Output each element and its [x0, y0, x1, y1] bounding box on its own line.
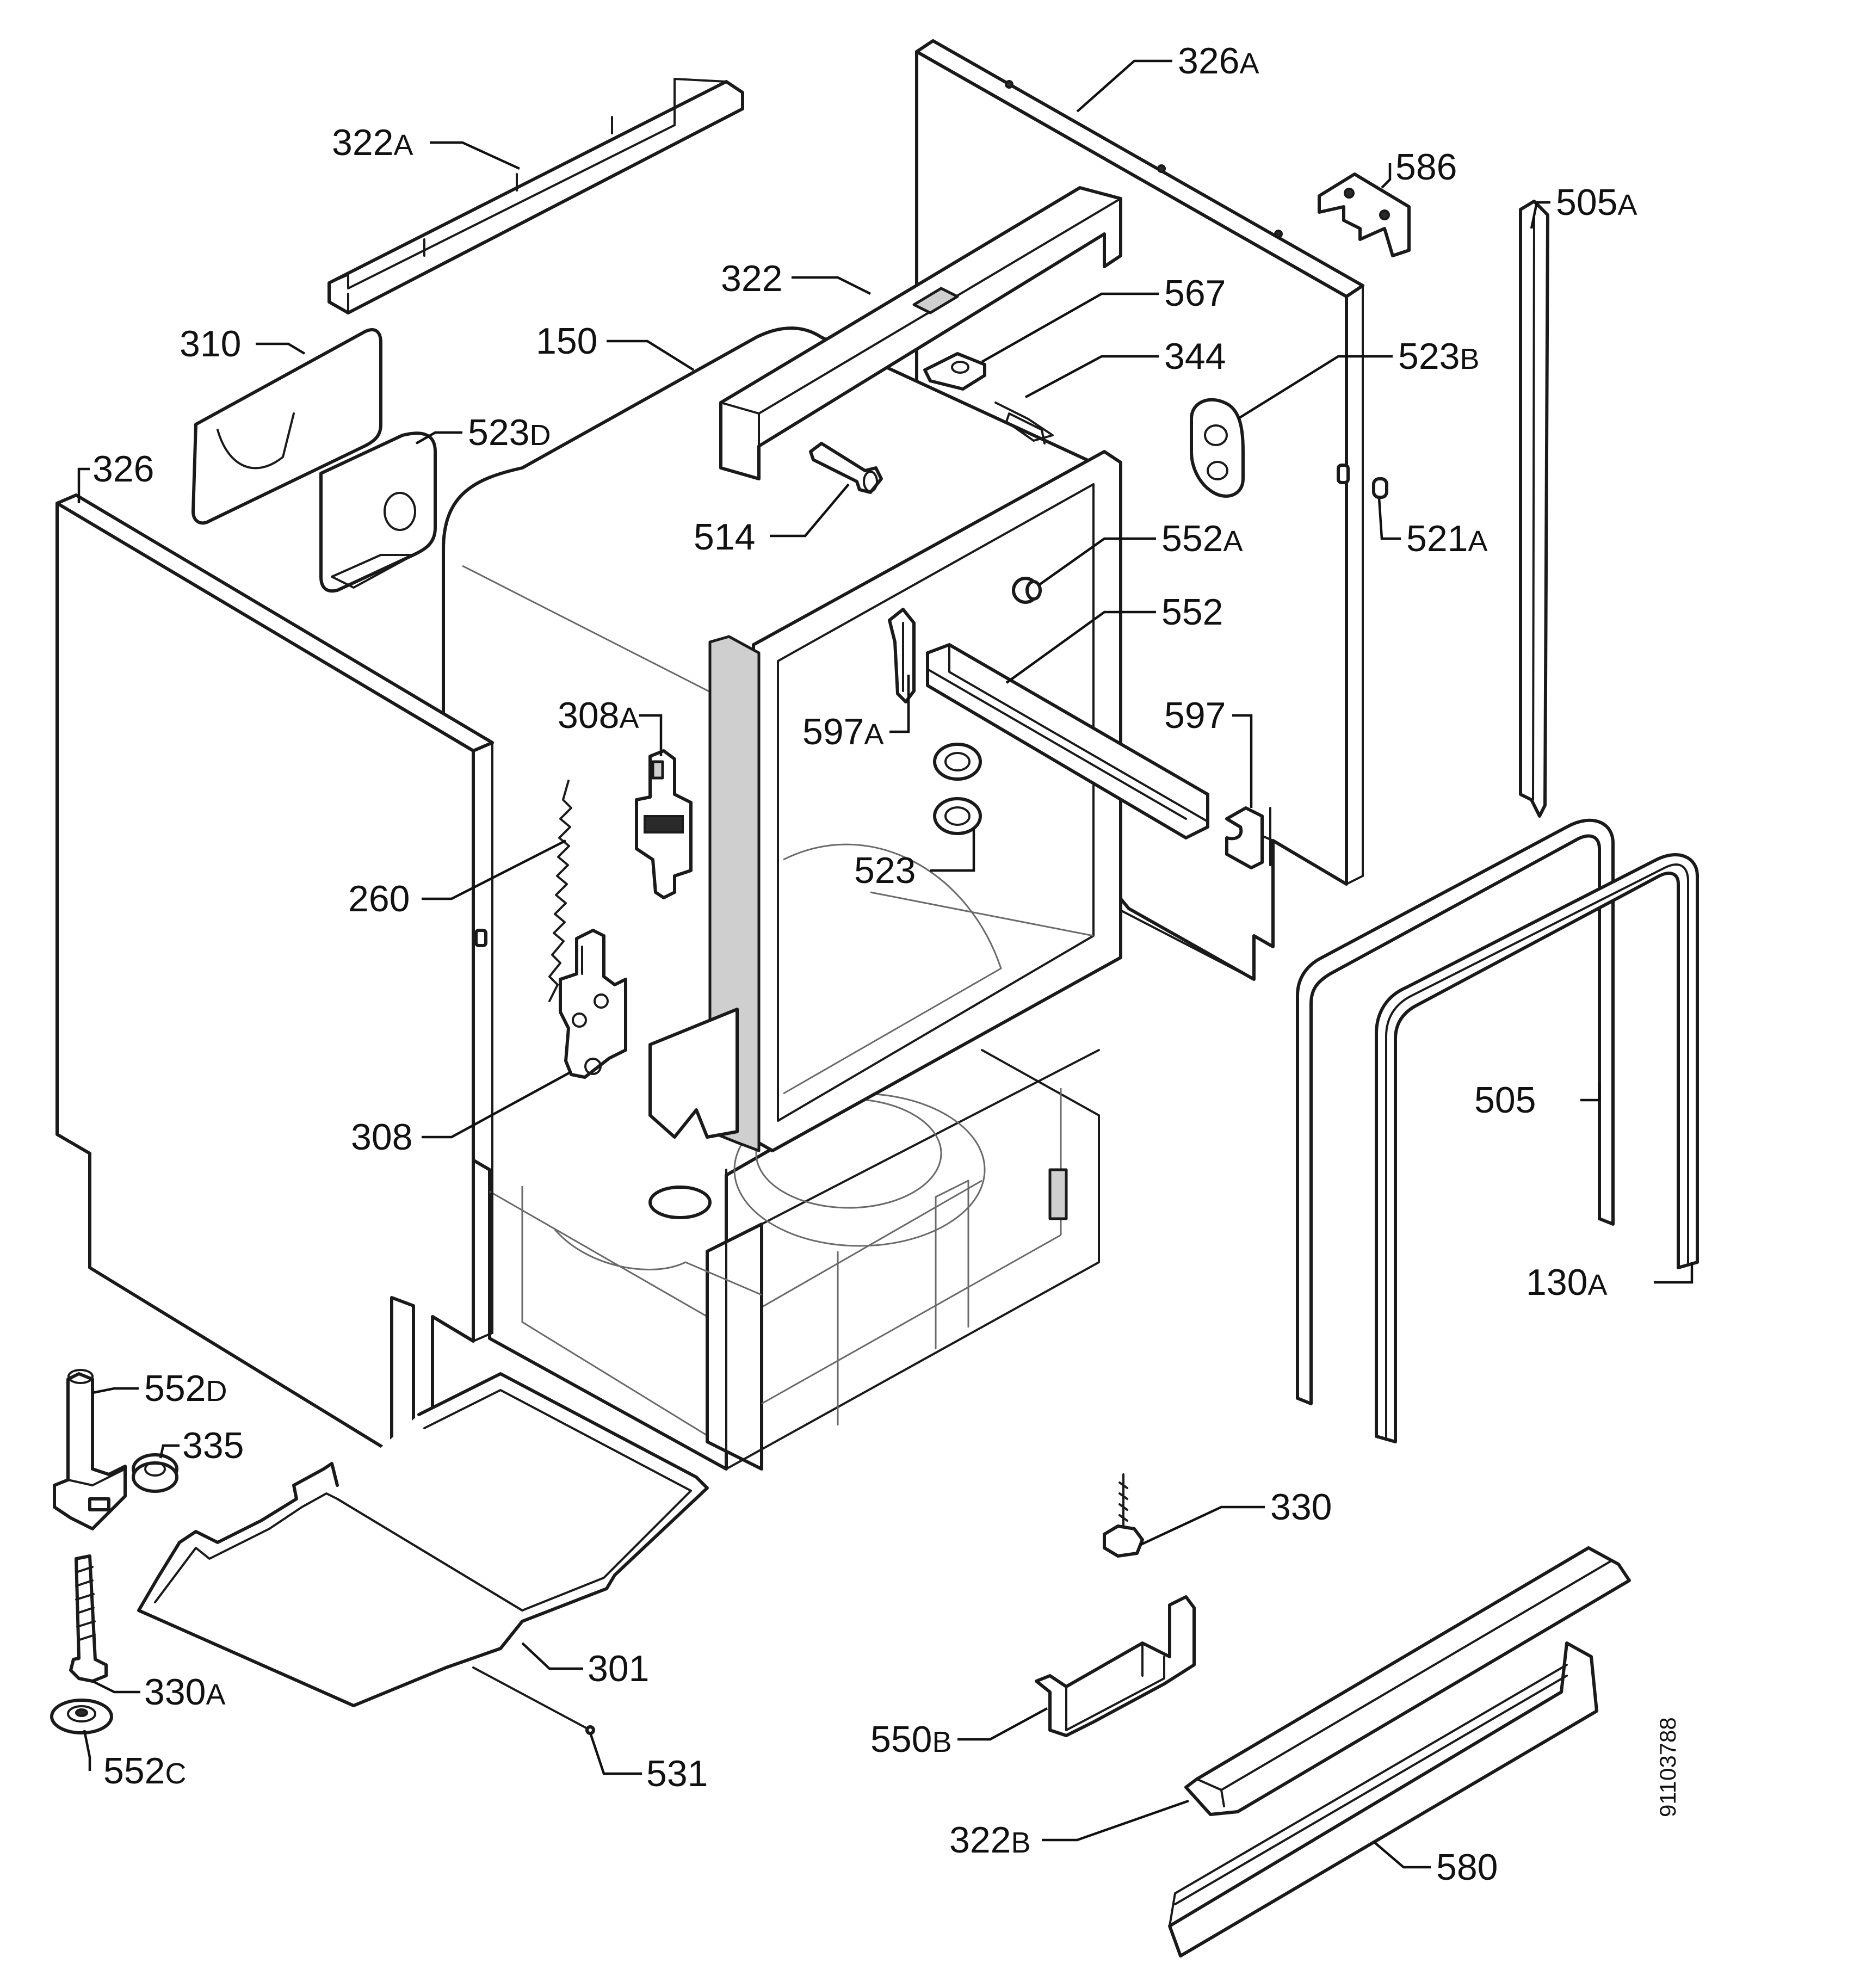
callout-322: 322: [721, 258, 782, 299]
callout-150: 150: [536, 320, 597, 362]
part-552a-knob: [1012, 577, 1042, 604]
part-260-spring: [548, 780, 572, 1002]
callout-523d: 523D: [468, 412, 551, 453]
callout-586: 586: [1395, 146, 1457, 188]
callout-310: 310: [180, 323, 241, 365]
part-326-side-panel: [55, 493, 494, 1465]
callout-552d: 552D: [144, 1368, 227, 1409]
part-322b-plinth-rail: [1184, 1546, 1631, 1816]
callout-335: 335: [182, 1425, 244, 1466]
part-322a-top-rail: [327, 78, 744, 314]
callout-260: 260: [348, 878, 410, 919]
part-552c-washer: [50, 1699, 113, 1734]
callout-514: 514: [694, 516, 755, 558]
callout-597: 597: [1164, 695, 1226, 736]
callout-552: 552: [1161, 591, 1223, 633]
leader-lines: [77, 59, 1694, 1869]
callout-580: 580: [1436, 1847, 1498, 1888]
callout-523: 523: [854, 850, 916, 891]
part-586-bracket: [1318, 172, 1411, 257]
callout-550b: 550B: [870, 1719, 952, 1760]
part-531-rod: [472, 1666, 595, 1735]
callout-344: 344: [1164, 336, 1226, 377]
part-597-end-cap: [1225, 806, 1264, 869]
callout-322a: 322A: [332, 122, 413, 163]
part-door-frame: [648, 450, 1122, 1152]
callout-567: 567: [1164, 273, 1226, 314]
callout-326a: 326A: [1178, 40, 1259, 82]
part-552-rail: [926, 643, 1209, 839]
callout-597a: 597A: [802, 711, 884, 752]
part-308a-hinge-bracket: [635, 749, 693, 899]
callout-330a: 330A: [144, 1671, 226, 1713]
part-523d-cover: [319, 431, 437, 593]
drawing-number: 91103788: [1655, 1717, 1680, 1817]
callout-505a: 505A: [1556, 182, 1637, 223]
callout-308: 308: [351, 1116, 412, 1158]
callout-552a: 552A: [1161, 518, 1243, 559]
part-505a-seal-strip: [1519, 200, 1549, 818]
part-523-double-grommet: [933, 743, 982, 835]
part-523b-grommet: [1190, 398, 1245, 498]
callout-301: 301: [588, 1648, 649, 1689]
callout-326: 326: [92, 448, 154, 490]
part-310-cover: [191, 328, 382, 525]
callout-552c: 552C: [103, 1750, 186, 1792]
part-567-clip: [923, 352, 986, 391]
part-322-crossbar: [719, 186, 1122, 480]
part-130a-door-seal: [1375, 853, 1699, 1443]
part-580-strip: [1168, 1641, 1598, 1958]
part-335-gear: [132, 1453, 178, 1493]
part-344-spring: [994, 402, 1054, 444]
part-330-bolt: [1103, 1473, 1144, 1558]
part-330a-screw: [69, 1554, 108, 1683]
callout-308a: 308A: [558, 695, 639, 736]
callout-523b: 523B: [1398, 336, 1480, 377]
callout-505: 505: [1474, 1079, 1536, 1121]
callout-521a: 521A: [1406, 518, 1488, 559]
callout-531: 531: [646, 1753, 708, 1794]
callout-130a: 130A: [1526, 1262, 1608, 1303]
part-505-door-seal: [1296, 818, 1615, 1405]
part-550b-bracket: [1035, 1595, 1196, 1737]
part-552d-foot: [53, 1369, 127, 1530]
part-308-hinge: [559, 929, 627, 1079]
part-514-pin: [809, 442, 883, 494]
callout-322b: 322B: [949, 1819, 1031, 1861]
callout-330: 330: [1270, 1486, 1332, 1528]
part-301-base-tray: [137, 1372, 709, 1707]
part-521a-grommet: [1372, 477, 1388, 499]
